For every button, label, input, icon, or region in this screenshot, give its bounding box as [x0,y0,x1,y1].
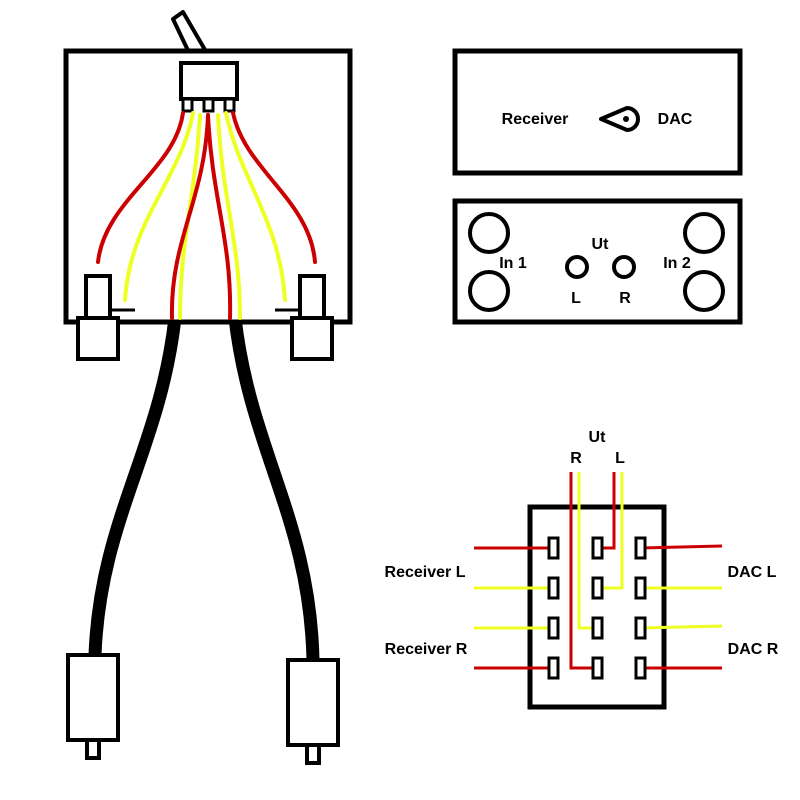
receiver-right-label: Receiver R [385,641,468,658]
wire-out-right [569,472,598,670]
rear-panel: In 1 In 2 Ut L R [452,198,743,325]
rca-plug-right-tip [305,743,321,765]
front-panel-outline [452,48,743,176]
toggle-pin-3 [223,97,236,113]
terminal [634,616,647,640]
input1-label: In 1 [499,255,527,272]
switch-box-assembly [63,10,353,765]
rca-plug-left-tip [85,738,101,760]
input-jack-left-top [84,274,112,320]
input1-jack-bottom [468,270,510,312]
wire-out-left-yellow [598,472,624,590]
wire-yellow-right-jack [224,111,287,302]
terminal [634,656,647,680]
terminal [591,656,604,680]
rca-plug-right [286,658,340,747]
terminal [591,616,604,640]
wire-red-to-right-jack [231,111,317,264]
output-cable-left [88,317,182,656]
schematic-output-label: Ut [589,429,607,446]
terminal [634,576,647,600]
input-jack-left-bottom [76,316,120,361]
wire-red-to-right-cable [206,113,233,320]
dac-left-label: DAC L [728,564,777,581]
output-label: Ut [592,236,610,253]
schematic-output-left-label: L [615,450,625,467]
output-cable-right [228,317,320,661]
wire-yellow-to-right-cable [216,113,242,320]
terminal [547,536,560,560]
input2-jack-bottom [683,270,725,312]
toggle-knob-icon[interactable] [599,106,640,132]
front-panel-left-label: Receiver [502,111,569,128]
toggle-switch-body [179,61,239,101]
wire-red-to-left-jack [96,111,185,264]
switch-terminals [547,536,647,680]
schematic-output-right-label: R [570,450,582,467]
toggle-pin-1 [181,97,194,113]
toggle-pin-2 [202,97,215,113]
terminal [591,536,604,560]
output-left-label: L [571,290,581,307]
wire-yellow-left-jack [123,111,195,302]
dac-right-label: DAC R [728,641,779,658]
output-right-jack [612,255,636,279]
terminal [591,576,604,600]
switch-schematic: Ut R L Receiver L Receiver R DAC L DAC R [385,429,779,710]
internal-wiring [96,111,317,320]
terminal [547,576,560,600]
receiver-left-label: Receiver L [385,564,466,581]
wire-red-to-left-cable [169,113,210,320]
terminal [547,656,560,680]
front-panel-right-label: DAC [658,111,693,128]
terminal [547,616,560,640]
output-right-label: R [619,290,631,307]
wire-dac-l-red [639,544,723,550]
input2-label: In 2 [663,255,691,272]
input-jack-right-top [298,274,326,320]
output-left-jack [565,255,589,279]
rca-plug-left [66,653,120,742]
input-jack-right-bottom [290,316,334,361]
input1-jack-top [468,212,510,254]
front-panel: Receiver DAC [452,48,743,176]
input2-jack-top [683,212,725,254]
wire-dac-r-yellow [639,624,723,630]
terminal [634,536,647,560]
